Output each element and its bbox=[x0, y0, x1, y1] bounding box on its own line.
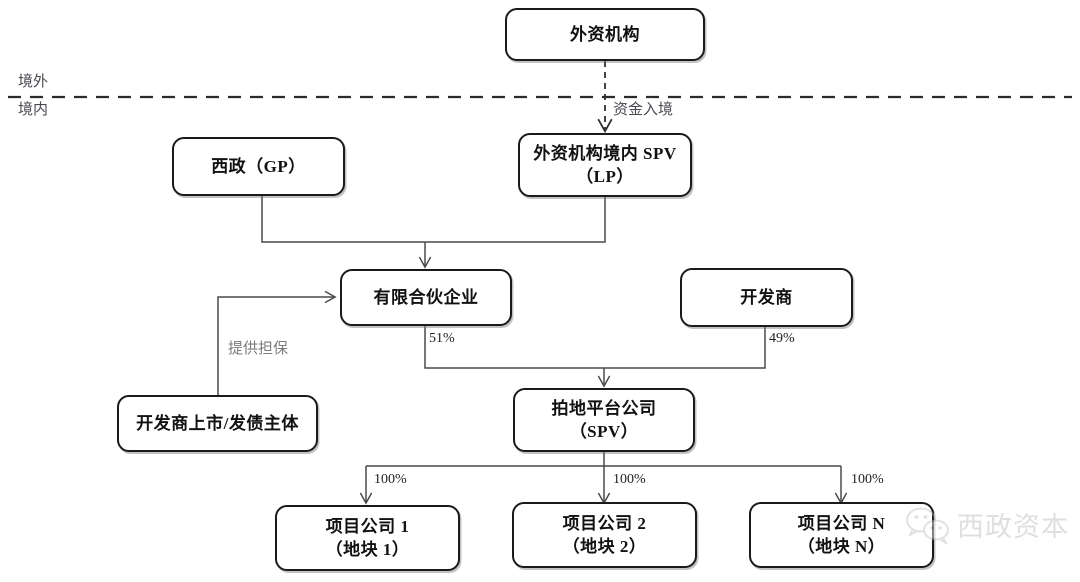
node-limited-partnership[interactable]: 有限合伙企业 bbox=[340, 269, 512, 326]
node-xizheng-gp-label: 西政（GP） bbox=[211, 156, 306, 176]
node-project-company-1-label-line1: 项目公司 1 bbox=[325, 516, 410, 536]
node-developer-label: 开发商 bbox=[740, 287, 793, 307]
edge-gp-to-lp-merge bbox=[261, 196, 606, 243]
node-project-company-1[interactable]: 项目公司 1 （地块 1） bbox=[275, 505, 460, 571]
node-onshore-spv-lp-label-line2: （LP） bbox=[576, 166, 634, 186]
edge-label-stake-pcn-100: 100% bbox=[851, 472, 884, 487]
zone-label-onshore: 境内 bbox=[18, 102, 49, 118]
node-foreign-institution-label: 外资机构 bbox=[570, 24, 640, 44]
watermark-text: 西政资本 bbox=[957, 512, 1069, 542]
node-project-company-1-label-line2: （地块 1） bbox=[325, 539, 410, 559]
edge-label-stake-pc1-100: 100% bbox=[374, 472, 407, 487]
edge-label-stake-49: 49% bbox=[769, 331, 795, 346]
node-project-company-2[interactable]: 项目公司 2 （地块 2） bbox=[512, 502, 697, 568]
edge-label-capital-inbound: 资金入境 bbox=[613, 102, 674, 118]
edge-partnership-developer-merge bbox=[424, 326, 766, 369]
node-project-company-2-label-line2: （地块 2） bbox=[562, 536, 647, 556]
node-project-company-n-label-line2: （地块 N） bbox=[797, 536, 886, 556]
node-land-bidding-spv[interactable]: 拍地平台公司 （SPV） bbox=[513, 388, 695, 452]
node-limited-partnership-label: 有限合伙企业 bbox=[373, 287, 479, 307]
node-xizheng-gp[interactable]: 西政（GP） bbox=[172, 137, 345, 196]
node-project-company-2-label-line1: 项目公司 2 bbox=[562, 513, 647, 533]
node-foreign-institution[interactable]: 外资机构 bbox=[505, 8, 705, 61]
node-developer[interactable]: 开发商 bbox=[680, 268, 853, 327]
edge-label-stake-pc2-100: 100% bbox=[613, 472, 646, 487]
edge-label-guarantee: 提供担保 bbox=[228, 341, 289, 357]
node-project-company-n[interactable]: 项目公司 N （地块 N） bbox=[749, 502, 934, 568]
node-onshore-spv-lp[interactable]: 外资机构境内 SPV （LP） bbox=[518, 133, 692, 197]
zone-label-offshore: 境外 bbox=[18, 74, 49, 90]
node-developer-listed-entity[interactable]: 开发商上市/发债主体 bbox=[117, 395, 318, 452]
node-onshore-spv-lp-label-line1: 外资机构境内 SPV bbox=[533, 143, 677, 163]
watermark: 西政资本 bbox=[905, 505, 1069, 544]
node-developer-listed-entity-label: 开发商上市/发债主体 bbox=[136, 413, 299, 433]
wechat-icon bbox=[906, 507, 949, 544]
node-land-bidding-spv-label-line2: （SPV） bbox=[569, 421, 639, 441]
edge-label-stake-51: 51% bbox=[429, 331, 455, 346]
node-project-company-n-label-line1: 项目公司 N bbox=[797, 513, 886, 533]
node-land-bidding-spv-label-line1: 拍地平台公司 bbox=[551, 398, 657, 418]
